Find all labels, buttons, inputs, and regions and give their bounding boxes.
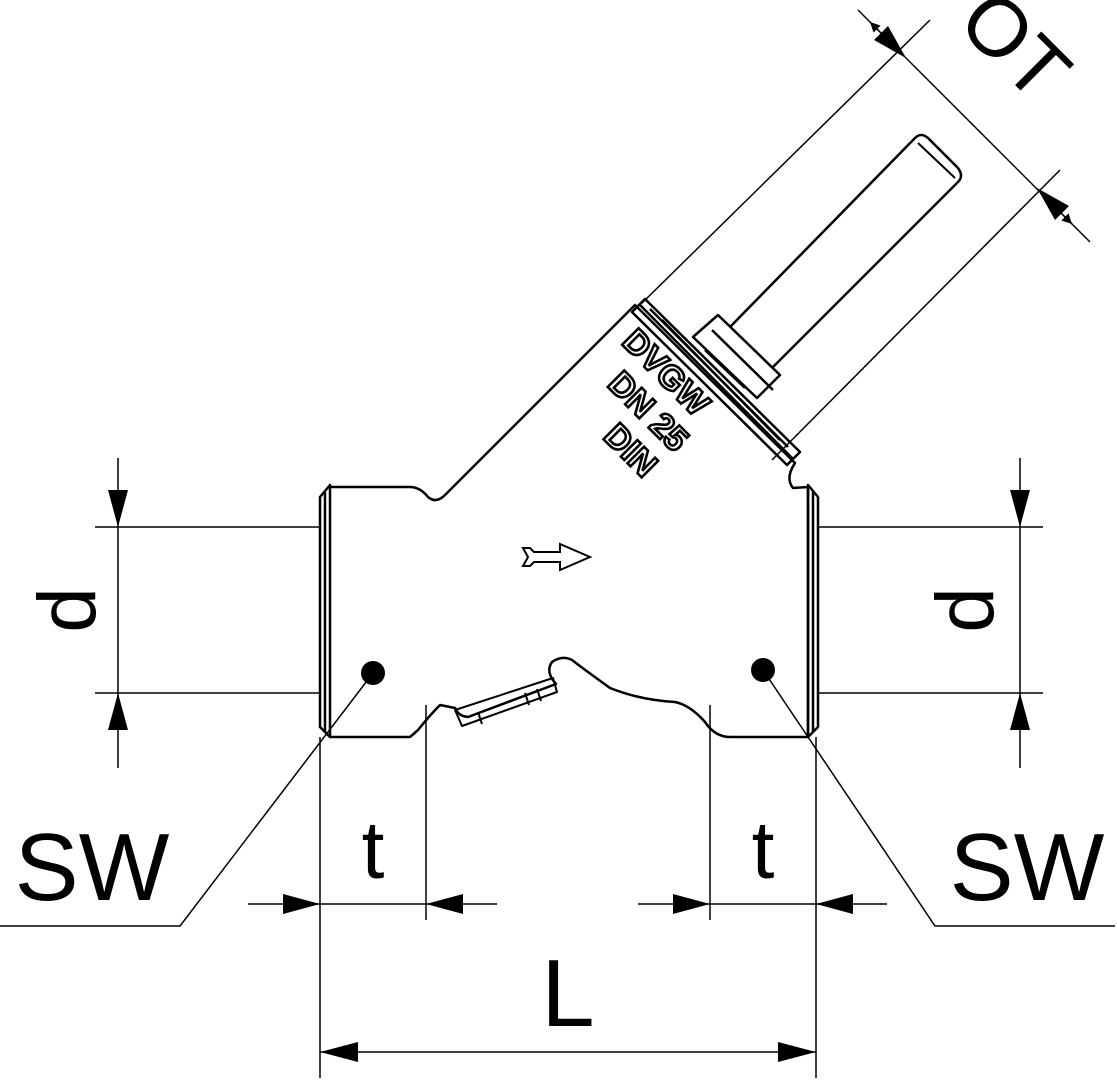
l-label: L bbox=[541, 940, 594, 1047]
body-outline bbox=[330, 303, 810, 739]
sw-right-label: SW bbox=[950, 814, 1105, 921]
dimension-d-left bbox=[95, 458, 320, 768]
body-marking: DVGW DN 25 DIN bbox=[595, 321, 719, 486]
sw-left-leader bbox=[0, 672, 374, 927]
ot-extension-bottom bbox=[771, 169, 1061, 461]
d-right-label: d bbox=[920, 587, 1011, 633]
sw-left-label: SW bbox=[15, 814, 170, 921]
strainer-cap bbox=[729, 133, 963, 369]
dimension-ot bbox=[639, 9, 1091, 461]
flow-direction-arrow-icon bbox=[521, 542, 593, 572]
d-left-label: d bbox=[22, 587, 113, 633]
valve-body bbox=[318, 133, 963, 739]
ot-extension-top bbox=[639, 19, 931, 306]
drain-plug bbox=[454, 677, 558, 727]
dimension-l bbox=[320, 1042, 816, 1062]
dimension-d-right bbox=[818, 458, 1043, 768]
sw-right-leader bbox=[762, 669, 1115, 927]
t-left-label: t bbox=[362, 805, 385, 896]
dimension-t-right bbox=[638, 705, 887, 1078]
t-right-label: t bbox=[752, 805, 775, 896]
dimension-t-left bbox=[248, 705, 497, 1078]
ot-label: OT bbox=[942, 0, 1087, 118]
